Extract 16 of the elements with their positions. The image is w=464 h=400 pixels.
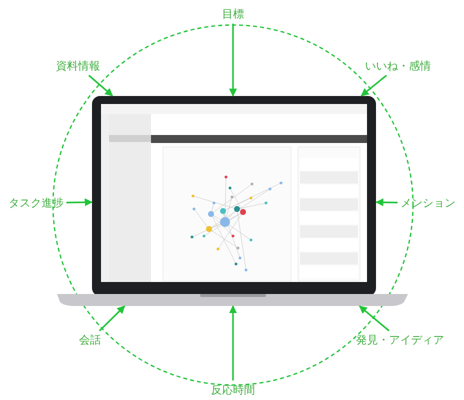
factor-label: 目標 — [222, 7, 244, 21]
arrow — [360, 74, 387, 96]
factor-label: 会話 — [79, 333, 101, 347]
factor-label: 発見・アイディア — [356, 333, 444, 347]
factor-label: いいね・感情 — [365, 59, 431, 73]
factor-label: メンション — [400, 196, 456, 210]
arrow — [98, 306, 126, 332]
arrow — [229, 305, 237, 380]
arrow — [66, 198, 93, 206]
factor-label: タスク進捗 — [8, 196, 64, 210]
arrow — [358, 306, 390, 332]
arrow — [229, 24, 237, 97]
arrow — [375, 198, 398, 206]
factor-label: 資料情報 — [56, 59, 100, 73]
arrow — [88, 74, 114, 96]
factor-label: 反応時間 — [211, 383, 255, 397]
